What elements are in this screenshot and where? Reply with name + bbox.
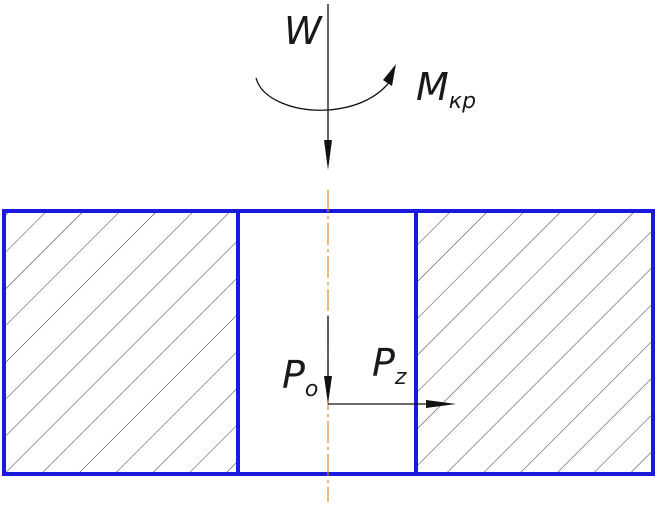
label-w: W (284, 9, 323, 53)
torque-arc (255, 77, 392, 111)
label-po: Po (282, 353, 318, 402)
label-pz: Pz (372, 341, 407, 390)
force-po-arrowhead (324, 376, 332, 404)
label-torque: Mкр (416, 65, 476, 114)
force-w-arrowhead (324, 140, 332, 170)
left-section-hatch (4, 211, 238, 474)
force-pz-arrowhead (426, 400, 456, 408)
torque-arrowhead (383, 64, 396, 86)
right-section-hatch (416, 211, 653, 474)
